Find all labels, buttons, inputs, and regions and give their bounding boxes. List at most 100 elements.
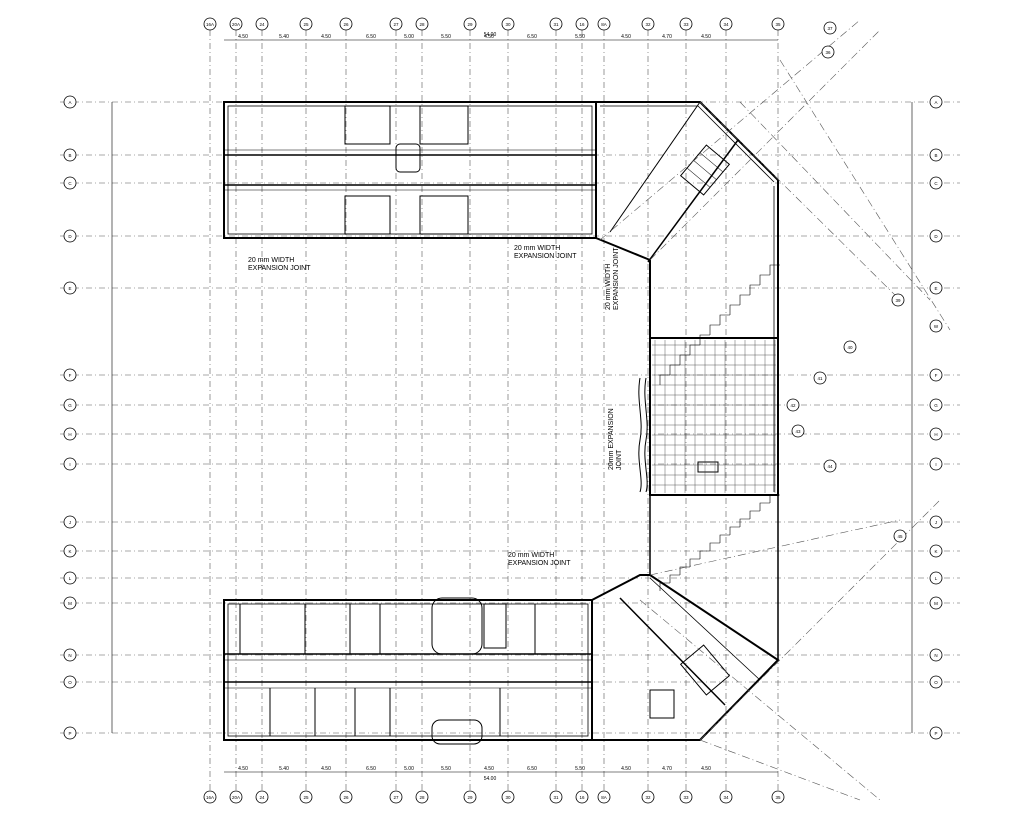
expansion-joint-text: 20mm EXPANSION xyxy=(608,408,615,470)
diagonal-bubble xyxy=(893,529,907,543)
grid-bubble-top xyxy=(415,17,429,31)
grid-bubble-bottom xyxy=(597,790,611,804)
dimension-value: 4.50 xyxy=(321,766,331,772)
grid-labels: 16A16A20A20A2424252526262727282829293030… xyxy=(63,17,943,804)
dimension-value: 5.50 xyxy=(575,34,585,40)
row-label-left: A xyxy=(68,100,71,105)
row-bubble-right xyxy=(929,427,943,441)
dimension-value: 5.40 xyxy=(279,766,289,772)
grid-label-bottom: 8A xyxy=(601,795,607,800)
step-line xyxy=(739,518,750,527)
diagonal-grid-line xyxy=(639,599,881,801)
grid-label-bottom: 32 xyxy=(645,795,651,800)
grid-bubble-bottom xyxy=(575,790,589,804)
grid-bubble-bottom xyxy=(255,790,269,804)
dimension-value: 5.00 xyxy=(404,766,414,772)
grid-bubble-bottom xyxy=(549,790,563,804)
diagonal-label: 43 xyxy=(795,429,801,434)
diagonal-grid-lines xyxy=(599,19,951,801)
diagonal-bubble xyxy=(823,459,837,473)
row-label-left: B xyxy=(68,153,71,158)
diagonal-bubble xyxy=(891,293,905,307)
grid-label-bottom: 25 xyxy=(303,795,309,800)
grid-label-top: 35 xyxy=(775,22,781,27)
row-bubble-right xyxy=(929,726,943,740)
grid-bubble-top xyxy=(299,17,313,31)
row-bubble-left xyxy=(63,515,77,529)
dimension-value: 4.50 xyxy=(621,766,631,772)
grid-label-top: 20A xyxy=(232,22,240,27)
grid-label-bottom: 35 xyxy=(775,795,781,800)
row-bubble-right xyxy=(929,281,943,295)
dimension-value: 6.50 xyxy=(527,34,537,40)
dimension-value: 5.50 xyxy=(441,34,451,40)
grid-label-bottom: 20A xyxy=(232,795,240,800)
row-bubble-left xyxy=(63,148,77,162)
grid-label-bottom: 31 xyxy=(553,795,559,800)
row-bubble-right xyxy=(929,571,943,585)
row-label-right: L xyxy=(935,576,938,581)
grid-label-top: 32 xyxy=(645,22,651,27)
step-line xyxy=(709,542,720,551)
dimension-value: 5.40 xyxy=(279,34,289,40)
grid-bubble-top xyxy=(679,17,693,31)
diagonal-bubble xyxy=(823,21,837,35)
grid-bubble-bottom xyxy=(389,790,403,804)
row-label-left: M xyxy=(68,601,72,606)
grid-bubble-top xyxy=(641,17,655,31)
grid-label-top: 31 xyxy=(553,22,559,27)
row-label-right: F xyxy=(935,373,938,378)
diagonal-grid-line xyxy=(779,59,951,331)
row-bubble-left xyxy=(63,95,77,109)
expansion-joint-text: EXPANSION JOINT xyxy=(508,560,571,567)
grid-label-bottom: 26 xyxy=(343,795,349,800)
row-bubble-left xyxy=(63,675,77,689)
row-bubble-left xyxy=(63,398,77,412)
grid-label-top: 34 xyxy=(723,22,729,27)
diagonal-label: 42 xyxy=(790,403,796,408)
row-bubble-right xyxy=(929,544,943,558)
step-line xyxy=(659,582,670,591)
grid-label-top: 16A xyxy=(206,22,214,27)
row-label-right: M xyxy=(934,601,938,606)
step-line xyxy=(759,502,770,511)
grid-bubble-bottom xyxy=(339,790,353,804)
row-bubble-right xyxy=(929,368,943,382)
row-label-left: N xyxy=(68,653,71,658)
dimension-value: 4.50 xyxy=(701,766,711,772)
grid-label-bottom: 24 xyxy=(259,795,265,800)
row-label-right: A xyxy=(934,100,937,105)
diagonal-label: 45 xyxy=(897,534,903,539)
grid-bubble-bottom xyxy=(229,790,243,804)
step-line xyxy=(749,284,760,295)
dimension-value: 4.50 xyxy=(238,34,248,40)
row-bubble-right xyxy=(929,148,943,162)
row-bubble-left xyxy=(63,281,77,295)
diagonal-grid-line xyxy=(739,101,931,301)
grid-bubble-top xyxy=(463,17,477,31)
row-bubble-left xyxy=(63,427,77,441)
grid-label-top: 26 xyxy=(343,22,349,27)
grid-bubble-top xyxy=(229,17,243,31)
grid-label-top: 24 xyxy=(259,22,265,27)
diagonal-bubble xyxy=(791,424,805,438)
expansion-joint-text: 20 mm WIDTH xyxy=(605,264,612,310)
diagonal-label: 37 xyxy=(827,26,833,31)
row-bubble-right xyxy=(929,648,943,662)
grid-bubble-bottom xyxy=(415,790,429,804)
row-label-right: N xyxy=(934,653,937,658)
row-label-left: G xyxy=(68,403,72,408)
dimension-value: 5.50 xyxy=(441,766,451,772)
row-label-right: B xyxy=(934,153,937,158)
row-label-right: G xyxy=(934,403,938,408)
diagonal-bubble xyxy=(813,371,827,385)
row-bubble-left xyxy=(63,457,77,471)
step-line xyxy=(679,354,690,365)
diagonal-grid-line xyxy=(699,739,861,801)
grid-lines xyxy=(60,30,960,790)
grid-label-bottom: 30 xyxy=(505,795,511,800)
hatched-area xyxy=(652,264,780,591)
row-label-left: O xyxy=(68,680,72,685)
